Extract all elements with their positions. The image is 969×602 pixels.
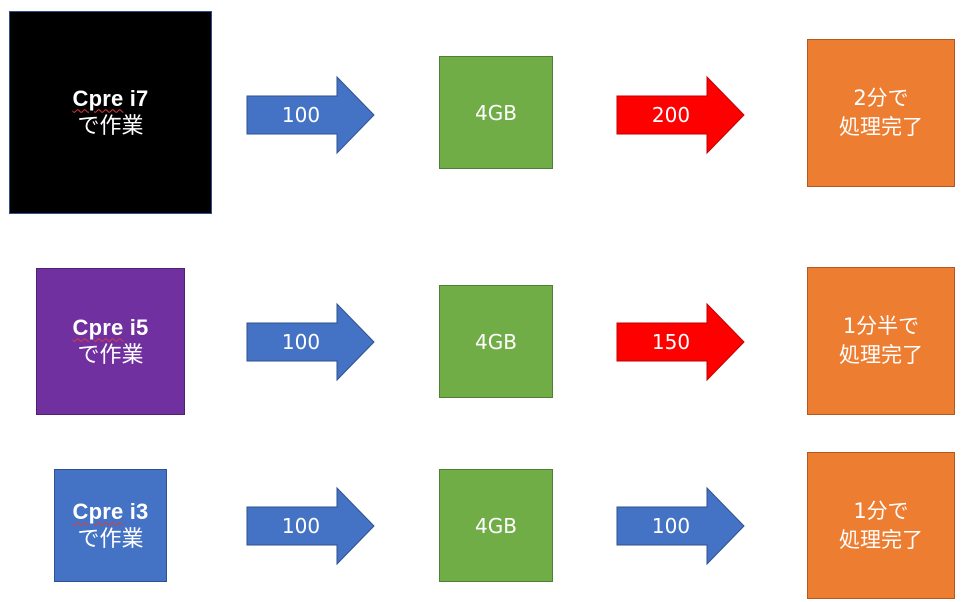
memory-label: 4GB [475, 513, 517, 538]
memory-box-1: 4GB [439, 56, 553, 169]
cpu-model-name: Cpre [72, 314, 124, 340]
memory-box-3: 4GB [439, 469, 553, 582]
arrow-memory-to-result-3 [616, 486, 745, 566]
cpu-model-suffix: i3 [123, 498, 149, 524]
cpu-box-i7: Cpre i7 で作業 [9, 11, 212, 214]
result-box-2: 1分半で 処理完了 [807, 267, 955, 415]
cpu-model-label: Cpre i3 [73, 498, 149, 526]
arrow-memory-to-result-1 [616, 75, 745, 155]
memory-label: 4GB [475, 100, 517, 125]
arrow-label-cpu-to-memory-2: 100 [281, 330, 321, 354]
result-time: 2分で [853, 86, 909, 110]
result-time: 1分半で [842, 314, 920, 338]
result-status: 処理完了 [839, 115, 923, 139]
cpu-model-name: Cpre [72, 85, 124, 111]
arrow-cpu-to-memory-2 [246, 302, 375, 382]
arrow-label-memory-to-result-2: 150 [651, 330, 691, 354]
result-status: 処理完了 [839, 527, 923, 552]
result-box-1: 2分で 処理完了 [807, 39, 955, 187]
arrow-label-memory-to-result-1: 200 [651, 103, 691, 127]
memory-box-2: 4GB [439, 285, 553, 398]
cpu-box-i5: Cpre i5 で作業 [36, 268, 185, 415]
result-status: 処理完了 [839, 343, 923, 367]
cpu-task-label: で作業 [77, 113, 144, 139]
cpu-model-suffix: i5 [123, 314, 149, 340]
arrow-label-cpu-to-memory-3: 100 [281, 514, 321, 538]
arrow-label-memory-to-result-3: 100 [651, 514, 691, 538]
result-time: 1分で [853, 498, 909, 523]
cpu-model-suffix: i7 [123, 85, 149, 111]
arrow-cpu-to-memory-3 [246, 486, 375, 566]
cpu-task-label: で作業 [77, 342, 144, 368]
memory-label: 4GB [475, 329, 517, 354]
cpu-box-i3: Cpre i3 で作業 [54, 469, 167, 582]
cpu-model-label: Cpre i7 [73, 85, 149, 113]
arrow-cpu-to-memory-1 [246, 75, 375, 155]
cpu-model-label: Cpre i5 [73, 314, 149, 342]
arrow-memory-to-result-2 [616, 302, 745, 382]
cpu-task-label: で作業 [77, 526, 144, 552]
arrow-label-cpu-to-memory-1: 100 [281, 103, 321, 127]
result-box-3: 1分で 処理完了 [807, 452, 955, 599]
cpu-model-name: Cpre [72, 498, 124, 524]
